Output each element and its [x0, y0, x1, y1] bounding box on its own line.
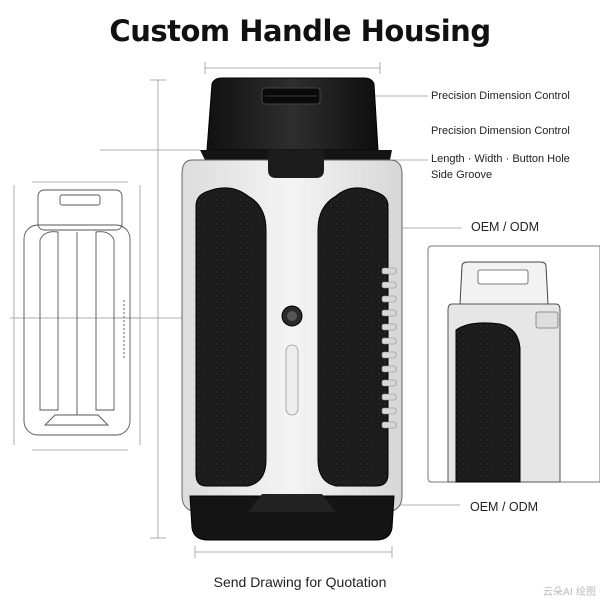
footer-caption: Send Drawing for Quotation	[213, 574, 387, 590]
callout-precision-2: Precision Dimension Control	[431, 125, 570, 137]
watermark-badge: 云朵AI 绘图	[543, 587, 596, 598]
detail-view	[427, 245, 600, 483]
page-title: Custom Handle Housing	[109, 14, 491, 48]
callout-precision-1: Precision Dimension Control	[431, 90, 570, 102]
callout-oem-odm-top: OEM / ODM	[471, 220, 540, 234]
callout-side-groove: Side Groove	[431, 169, 493, 181]
callout-oem-odm-bottom: OEM / ODM	[470, 500, 539, 514]
callout-dimensions: Length · Width · Button Hole	[431, 153, 570, 165]
left-wireframe-view	[23, 189, 131, 436]
main-housing	[181, 77, 403, 541]
